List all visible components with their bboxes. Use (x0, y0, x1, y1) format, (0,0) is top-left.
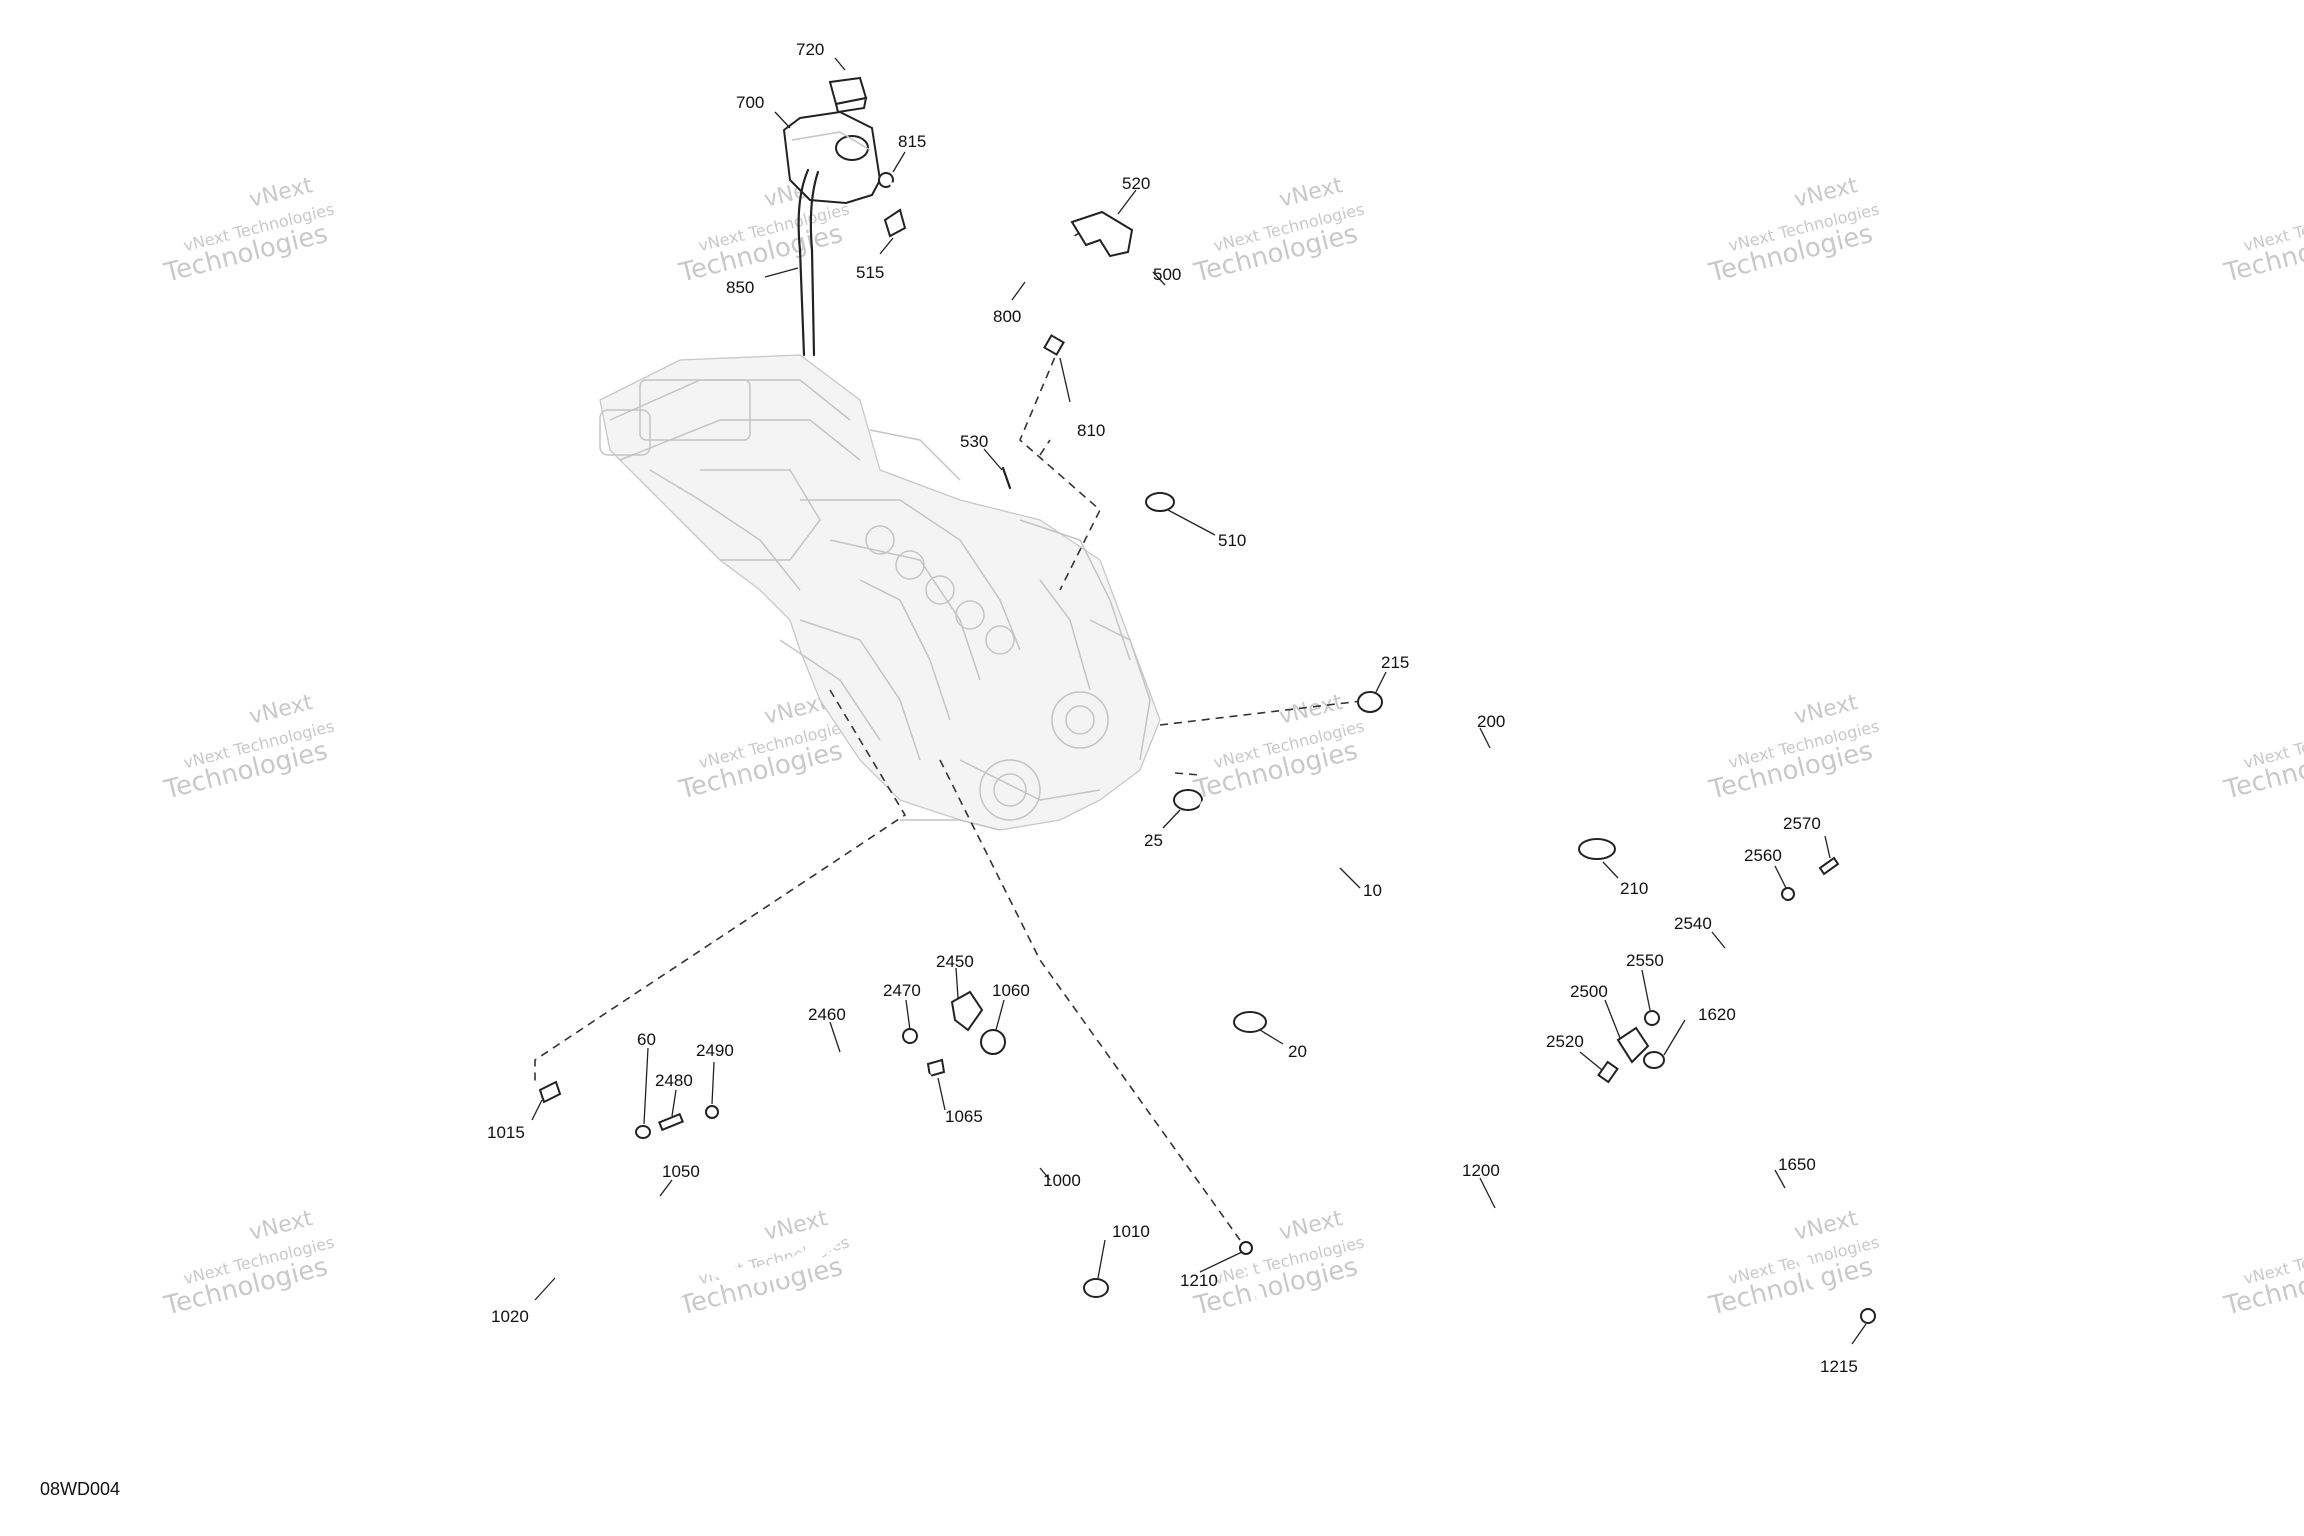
part-210-clamp (1578, 838, 1619, 879)
callout-2460: 2460 (808, 1005, 846, 1024)
callout-1650: 1650 (1778, 1155, 1816, 1174)
watermark: vNext vNext Technologies Technologies (1190, 690, 1366, 806)
part-815-clamp (878, 151, 906, 188)
callout-500: 500 (1153, 265, 1181, 284)
callout-1000: 1000 (1043, 1171, 1081, 1190)
part-2550-clamp (1641, 969, 1660, 1026)
part-2520-fitting (1579, 1051, 1619, 1084)
part-2470-clamp (902, 999, 918, 1044)
callout-720: 720 (796, 40, 824, 59)
callout-1215: 1215 (1820, 1357, 1858, 1376)
watermark: vNext vNext Technologies Technologies (2220, 716, 2304, 805)
watermark: vNext vNext Technologies Technologies (1190, 173, 1366, 289)
callout-20: 20 (1288, 1042, 1307, 1061)
part-215-clamp (1357, 671, 1387, 713)
watermark: vNext vNext Technologies Technologies (1190, 1206, 1366, 1322)
part-1200-hose (1246, 1086, 1607, 1344)
callout-510: 510 (1218, 531, 1246, 550)
part-1060-clamp (980, 999, 1006, 1055)
watermark: vNext vNext Technologies Technologies (2220, 1232, 2304, 1321)
part-2540-hose (1660, 898, 1786, 1014)
callout-210: 210 (1620, 879, 1648, 898)
callout-515: 515 (856, 263, 884, 282)
part-530-bolt (983, 448, 1012, 490)
callout-labels: 720 700 815 520 515 850 500 800 810 530 … (487, 40, 1858, 1376)
callout-2470: 2470 (883, 981, 921, 1000)
part-1650-hose (1662, 1066, 1836, 1306)
part-1050-hose (560, 1072, 933, 1284)
callout-25: 25 (1144, 831, 1163, 850)
part-810-clamp (1043, 334, 1071, 403)
watermark: vNext vNext Technologies Technologies (2220, 199, 2304, 288)
part-1065-fitting (926, 1058, 946, 1111)
callout-1010: 1010 (1112, 1222, 1150, 1241)
callout-1050: 1050 (662, 1162, 700, 1181)
part-500-hose (911, 219, 1219, 499)
callout-850: 850 (726, 278, 754, 297)
drawing-code: 08WD004 (40, 1479, 121, 1499)
callout-2500: 2500 (1570, 982, 1608, 1001)
callout-2520: 2520 (1546, 1032, 1584, 1051)
callout-10: 10 (1363, 881, 1382, 900)
part-515-fitting (879, 208, 907, 255)
part-10-hose (1199, 797, 1381, 981)
watermark: vNext vNext Technologies Technologies (1705, 690, 1881, 806)
part-200-hose (1381, 711, 1611, 856)
watermark: vNext vNext Technologies Technologies (1705, 173, 1881, 289)
callout-2560: 2560 (1744, 846, 1782, 865)
part-2480-fitting (658, 1089, 684, 1132)
callout-520: 520 (1122, 174, 1150, 193)
engine-block-illustration (599, 354, 1161, 831)
watermark: vNext vNext Technologies Technologies (160, 690, 336, 806)
part-20-clamp (1233, 1011, 1284, 1045)
watermark: vNext vNext Technologies Technologies (160, 1206, 336, 1322)
callout-2550: 2550 (1626, 951, 1664, 970)
part-720-cap (828, 57, 868, 114)
callout-1020: 1020 (491, 1307, 529, 1326)
watermark: vNext vNext Technologies Technologies (160, 173, 336, 289)
callout-1015: 1015 (487, 1123, 525, 1142)
callout-810: 810 (1077, 421, 1105, 440)
callout-700: 700 (736, 93, 764, 112)
callout-1060: 1060 (992, 981, 1030, 1000)
part-510-clamp (1145, 492, 1216, 536)
part-1620-clamp (1643, 1019, 1686, 1069)
part-2490-clamp (705, 1061, 719, 1119)
part-25-clamp (1162, 789, 1203, 829)
callout-815: 815 (898, 132, 926, 151)
part-520-bracket (1070, 189, 1137, 258)
callout-2540: 2540 (1674, 914, 1712, 933)
part-2500-tee-fitting (1604, 999, 1650, 1064)
callout-2480: 2480 (655, 1071, 693, 1090)
part-60-clamp (635, 1047, 651, 1139)
part-850-vent-tube (764, 168, 820, 357)
callout-1200: 1200 (1462, 1161, 1500, 1180)
part-1215-clamp (1851, 1308, 1876, 1345)
part-700-expansion-tank (774, 110, 882, 205)
callout-1065: 1065 (945, 1107, 983, 1126)
part-1020-hose (473, 1169, 699, 1336)
part-1210-clamp (1199, 1241, 1253, 1273)
part-1010-clamp (1083, 1239, 1109, 1298)
callout-1620: 1620 (1698, 1005, 1736, 1024)
part-1000-hose (997, 1036, 1088, 1278)
callout-2450: 2450 (936, 952, 974, 971)
callout-215: 215 (1381, 653, 1409, 672)
part-2560-fitting (1774, 865, 1795, 901)
callout-1210: 1210 (1180, 1271, 1218, 1290)
part-2460-hose (716, 1021, 894, 1114)
callout-530: 530 (960, 432, 988, 451)
callout-200: 200 (1477, 712, 1505, 731)
part-2570-fitting (1818, 835, 1840, 876)
callout-800: 800 (993, 307, 1021, 326)
callout-2570: 2570 (1783, 814, 1821, 833)
part-2450-tee-fitting (950, 967, 984, 1032)
watermark: vNext vNext Technologies Technologies (1705, 1206, 1881, 1322)
watermarks: vNext vNext Technologies Technologies vN… (160, 173, 2304, 1322)
callout-2490: 2490 (696, 1041, 734, 1060)
callout-60: 60 (637, 1030, 656, 1049)
part-1015-fitting (531, 1080, 562, 1121)
part-800-hose (890, 182, 1090, 348)
